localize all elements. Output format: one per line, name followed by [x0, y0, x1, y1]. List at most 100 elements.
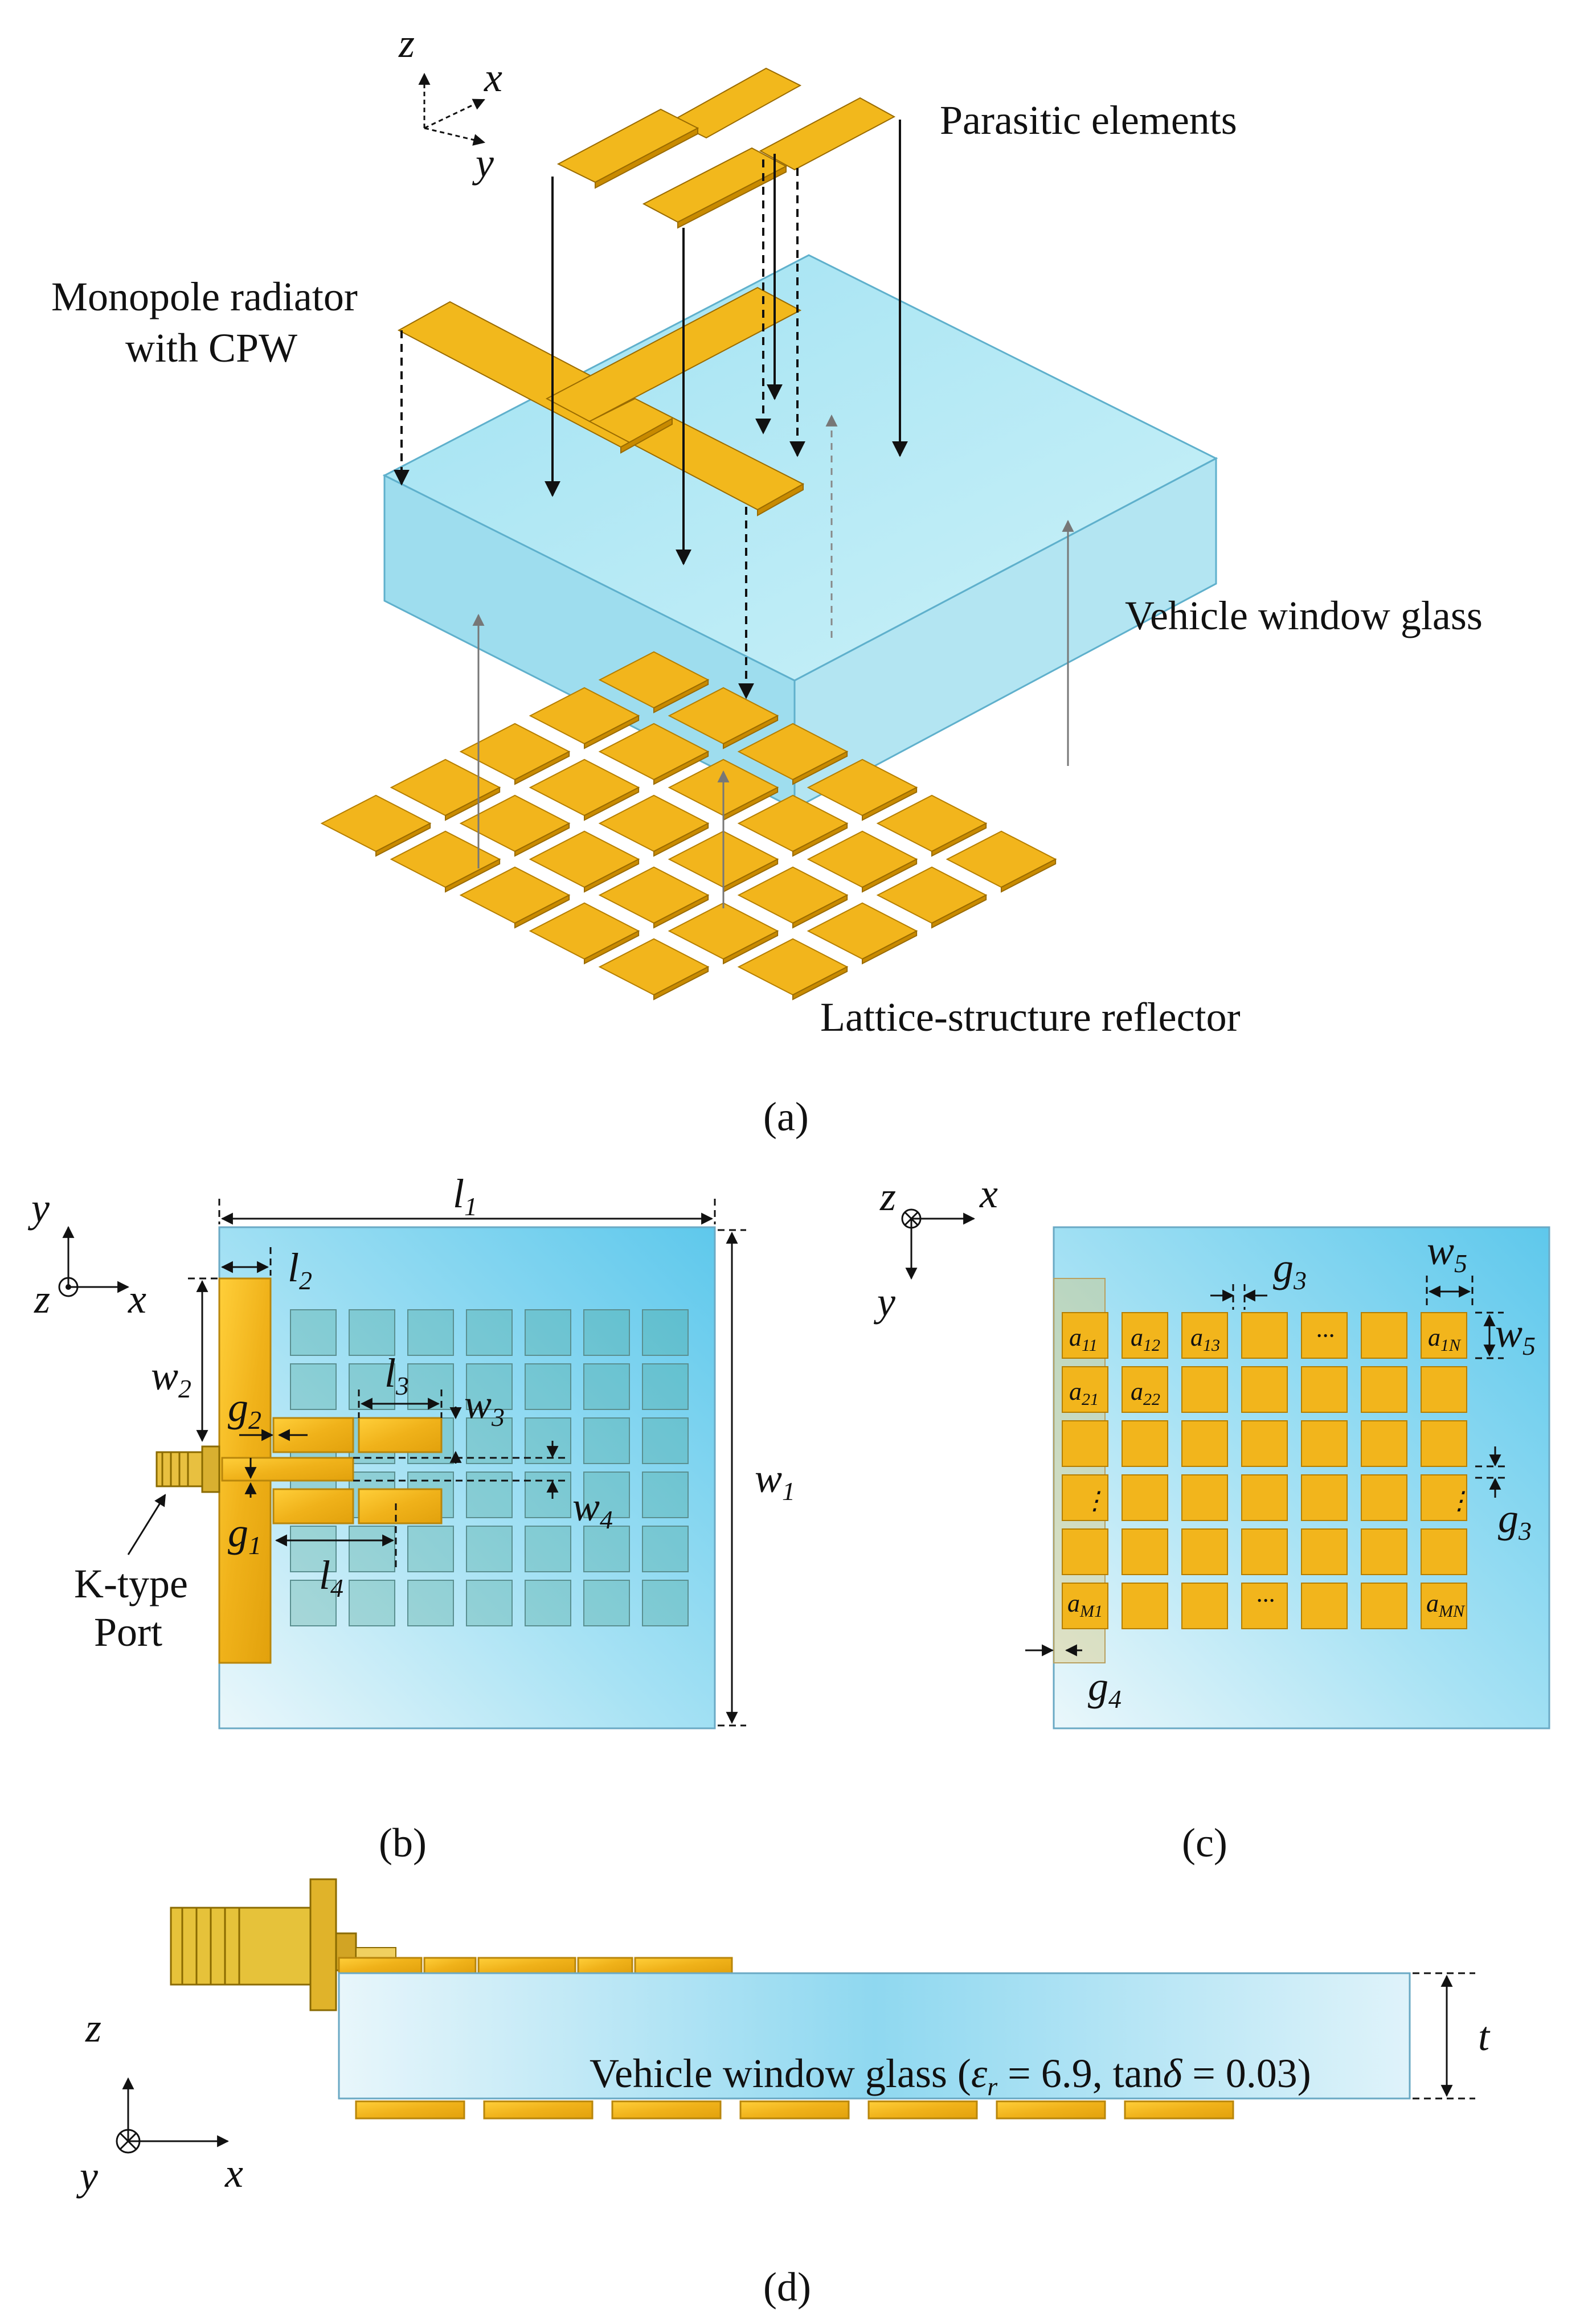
cpw-feed-line: [221, 1457, 354, 1482]
lattice-cell: [1361, 1474, 1407, 1521]
ghost-cell: [407, 1363, 454, 1410]
ghost-cell: [583, 1417, 630, 1464]
lattice-cells-c: [1062, 1312, 1467, 1629]
dim-l1: l1: [218, 1171, 716, 1225]
lattice-cell: [1361, 1312, 1407, 1359]
radiator-arm-lower: [272, 1488, 354, 1524]
lattice-cell: [1421, 1366, 1467, 1413]
ghost-cell: [583, 1309, 630, 1356]
reflector-cell: [390, 759, 501, 817]
reflector-strip: [611, 2100, 722, 2120]
dim-l2: l2: [220, 1245, 312, 1295]
axis-z-label: z: [85, 2005, 101, 2051]
dim-t: t: [1413, 1972, 1491, 2100]
reflector-cell-edge: [862, 858, 918, 893]
cell-a13: a13: [1190, 1323, 1220, 1355]
reflector-strip: [1124, 2100, 1234, 2120]
caption-b: (b): [379, 1820, 427, 1866]
vdots-right: ⋮: [1447, 1487, 1472, 1515]
g1-symbol: g1: [228, 1510, 261, 1560]
reflector-cell-edge: [445, 786, 501, 821]
lattice-cell: [1181, 1366, 1228, 1413]
lattice-cell: [1241, 1528, 1288, 1575]
lattice-reflector-3d: [320, 651, 1057, 1001]
dim-g4: g4: [1025, 1644, 1122, 1714]
reflector-cell-edge: [584, 715, 640, 749]
ghost-cell: [466, 1363, 513, 1410]
reflector-cell-edge: [445, 858, 501, 893]
lattice-cell: [1062, 1528, 1108, 1575]
lattice-cell: [1122, 1583, 1168, 1629]
reflector-cell-edge: [653, 679, 709, 714]
projection-arrows-a: [394, 120, 1074, 908]
vdots-left: ⋮: [1082, 1487, 1107, 1515]
reflector-cell-edge: [584, 858, 640, 893]
lattice-cell: [1361, 1528, 1407, 1575]
dim-g3-top: g3: [1210, 1245, 1307, 1310]
axis-z-label: z: [398, 21, 415, 66]
axis-triad-c: z x y: [873, 1171, 998, 1325]
ghost-cell: [642, 1363, 689, 1410]
g4-symbol: g4: [1088, 1663, 1122, 1714]
w2-symbol: w2: [151, 1353, 191, 1403]
hdots-bottom: ···: [1256, 1587, 1275, 1614]
l4-symbol: l4: [319, 1552, 343, 1602]
lattice-cell: [1062, 1583, 1108, 1629]
lattice-cell: [1181, 1583, 1228, 1629]
reflector-cell-edge: [584, 930, 640, 965]
lattice-cell: [1421, 1474, 1467, 1521]
axis-x-label: x: [484, 55, 502, 100]
lattice-cell: [1062, 1420, 1108, 1467]
panel-d: Vehicle window glass (εr = 6.9, tanδ = 0…: [76, 1878, 1491, 2310]
monopole-label-line2: with CPW: [125, 325, 297, 371]
lattice-cell: [1241, 1583, 1288, 1629]
w5-symbol-right: w5: [1495, 1310, 1536, 1360]
hdots-top: ···: [1316, 1322, 1335, 1350]
reflector-strip: [483, 2100, 594, 2120]
panel-a: z x y: [51, 21, 1483, 1140]
reflector-cell-edge: [514, 751, 570, 785]
cell-a21: a21: [1069, 1378, 1099, 1409]
dim-w1: w1: [718, 1229, 795, 1727]
cell-aM1: aM1: [1067, 1589, 1103, 1621]
axis-z-label: z: [879, 1174, 896, 1219]
lattice-cell: [1241, 1420, 1288, 1467]
dim-l3: l3: [358, 1350, 443, 1418]
lattice-cell: [1181, 1420, 1228, 1467]
glass-property-label: Vehicle window glass (εr = 6.9, tanδ = 0…: [590, 2051, 1311, 2101]
lattice-cell: [1361, 1420, 1407, 1467]
reflector-cell-edge: [653, 894, 709, 929]
caption-d: (d): [763, 2264, 811, 2310]
ghost-cell: [642, 1417, 689, 1464]
monopole-label-line1: Monopole radiator: [51, 274, 358, 319]
panel-b: y z x l1: [27, 1171, 795, 1866]
lattice-cell: [1062, 1366, 1108, 1413]
lattice-cell: [1122, 1312, 1168, 1359]
l3-symbol: l3: [384, 1350, 409, 1400]
parasitic-elements-3d: [556, 67, 896, 229]
ghost-cell: [466, 1309, 513, 1356]
reflector-cell-edge: [862, 786, 918, 821]
ghost-cell: [466, 1526, 513, 1572]
ghost-cell: [290, 1309, 337, 1356]
lattice-cell: [1241, 1474, 1288, 1521]
lattice-cell: [1062, 1312, 1108, 1359]
lattice-cell: [1301, 1528, 1348, 1575]
w3-symbol: w3: [464, 1382, 505, 1432]
ghost-cell: [349, 1526, 395, 1572]
ghost-cell: [407, 1309, 454, 1356]
bottom-reflector-cells: [355, 2100, 1234, 2120]
ghost-cell: [466, 1580, 513, 1626]
reflector-cell-edge: [931, 822, 987, 857]
reflector-cell: [459, 723, 571, 781]
ghost-cell: [290, 1363, 337, 1410]
reflector-cell-edge: [584, 786, 640, 821]
port-label-line1: K-type: [74, 1561, 188, 1606]
lattice-cell: [1421, 1312, 1467, 1359]
ghost-cell: [466, 1472, 513, 1518]
ghost-cell: [290, 1580, 337, 1626]
ghost-cell: [642, 1309, 689, 1356]
lattice-cell: [1241, 1312, 1288, 1359]
lattice-cell: [1301, 1474, 1348, 1521]
